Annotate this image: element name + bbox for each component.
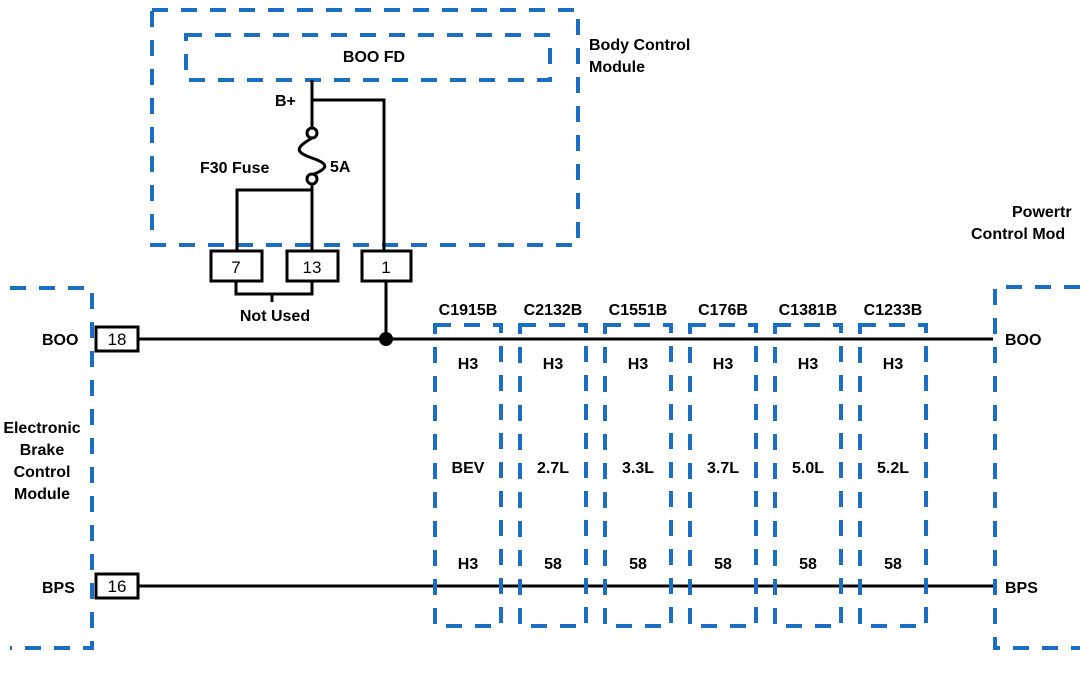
pcm-title-line1: Powertr bbox=[1012, 204, 1072, 221]
splice-dot bbox=[379, 332, 393, 346]
ebcm-pin-16-label: 16 bbox=[108, 577, 127, 596]
bcm-title-line2: Module bbox=[589, 59, 645, 76]
connector-C2132B: C2132B H3 2.7L 58 bbox=[518, 302, 588, 628]
pcm-boo-label: BOO bbox=[1005, 332, 1041, 349]
connector-C176B: C176B H3 3.7L 58 bbox=[688, 302, 758, 628]
connector-name: C1551B bbox=[609, 302, 668, 319]
ebcm-pin-18-label: 18 bbox=[108, 330, 127, 349]
not-used-label: Not Used bbox=[240, 308, 310, 325]
connector-name: C2132B bbox=[524, 302, 583, 319]
fuse-name: F30 Fuse bbox=[200, 160, 269, 177]
pin7-wire bbox=[235, 188, 312, 252]
fuse-block-label: BOO FD bbox=[343, 49, 405, 66]
ebcm-title-line1: Electronic bbox=[3, 420, 80, 437]
body-control-module: Body Control Module BOO FD B+ F30 Fuse 5… bbox=[150, 8, 690, 339]
powertrain-control-module: Powertr Control Mod BOO BPS bbox=[971, 204, 1080, 650]
connector-variant: 5.2L bbox=[877, 460, 909, 477]
connector-C1233B: C1233B H3 5.2L 58 bbox=[858, 302, 928, 628]
ebcm-border bbox=[10, 286, 94, 650]
ebcm-bps-label: BPS bbox=[42, 580, 75, 597]
connector-variant: 3.7L bbox=[707, 460, 739, 477]
bcm-title-line1: Body Control bbox=[589, 37, 690, 54]
connector-bottom-pin: 58 bbox=[884, 556, 902, 573]
ebcm-title-line2: Brake bbox=[20, 442, 65, 459]
bcm-pin-13-label: 13 bbox=[303, 258, 322, 277]
connector-variant: 5.0L bbox=[792, 460, 824, 477]
ebcm-pin-16 bbox=[94, 572, 140, 600]
connector-top-pin: H3 bbox=[458, 356, 479, 373]
connector-bottom-pin: 58 bbox=[629, 556, 647, 573]
battery-label: B+ bbox=[275, 93, 296, 110]
not-used-bracket bbox=[234, 281, 314, 302]
connector-name: C176B bbox=[698, 302, 748, 319]
connector-bottom-pin: 58 bbox=[714, 556, 732, 573]
connector-variant: 3.3L bbox=[622, 460, 654, 477]
connector-C1551B: C1551B H3 3.3L 58 bbox=[603, 302, 673, 628]
connector-bottom-pin: H3 bbox=[458, 556, 479, 573]
connector-bottom-pin: 58 bbox=[799, 556, 817, 573]
connector-C1381B: C1381B H3 5.0L 58 bbox=[773, 302, 843, 628]
ebcm-title-line4: Module bbox=[14, 486, 70, 503]
fuse-rating: 5A bbox=[330, 159, 351, 176]
connector-border bbox=[858, 323, 928, 628]
bcm-border bbox=[150, 8, 580, 247]
connector-name: C1381B bbox=[779, 302, 838, 319]
connector-border bbox=[773, 323, 843, 628]
inline-connectors: C1915BH3BEVH3C2132BH32.7L58C1551BH33.3L5… bbox=[433, 302, 928, 628]
bcm-pin-7 bbox=[209, 249, 264, 283]
bcm-pin-1-label: 1 bbox=[381, 258, 390, 277]
bcm-pin-7-label: 7 bbox=[231, 258, 240, 277]
pcm-border bbox=[993, 285, 1080, 650]
connector-top-pin: H3 bbox=[883, 356, 904, 373]
electronic-brake-control-module: Electronic Brake Control Module BOO 18 B… bbox=[3, 286, 140, 650]
connector-variant: 2.7L bbox=[537, 460, 569, 477]
connector-top-pin: H3 bbox=[713, 356, 734, 373]
connector-bottom-pin: 58 bbox=[544, 556, 562, 573]
ebcm-boo-label: BOO bbox=[42, 332, 78, 349]
connector-variant: BEV bbox=[452, 460, 485, 477]
connector-border bbox=[433, 323, 503, 628]
pcm-bps-label: BPS bbox=[1005, 580, 1038, 597]
connector-top-pin: H3 bbox=[798, 356, 819, 373]
connector-name: C1233B bbox=[864, 302, 923, 319]
pin1-feed-wire bbox=[312, 98, 386, 252]
fuse-block-border bbox=[184, 33, 552, 82]
connector-name: C1915B bbox=[439, 302, 498, 319]
connector-border bbox=[603, 323, 673, 628]
connector-border bbox=[518, 323, 588, 628]
pcm-title-line2: Control Mod bbox=[971, 226, 1065, 243]
connector-top-pin: H3 bbox=[628, 356, 649, 373]
fuse-icon bbox=[297, 126, 327, 186]
connector-top-pin: H3 bbox=[543, 356, 564, 373]
connector-border bbox=[688, 323, 758, 628]
ebcm-title-line3: Control bbox=[14, 464, 71, 481]
